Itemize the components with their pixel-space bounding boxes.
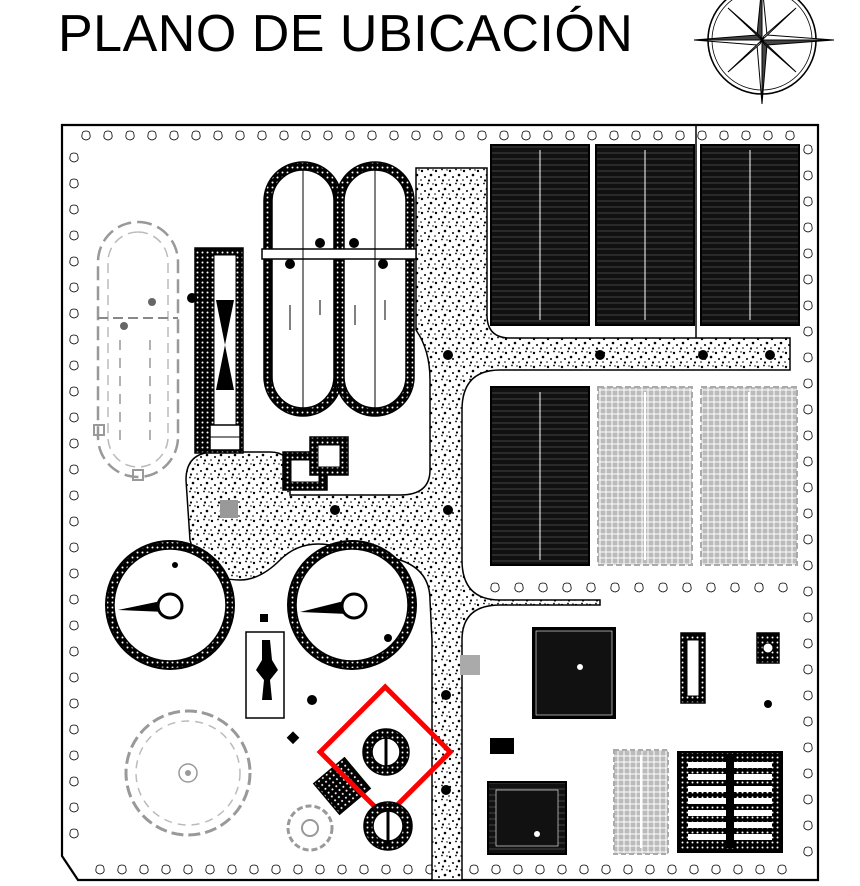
drying-bed-icon [490, 144, 800, 326]
page-title: PLANO DE UBICACIÓN [58, 5, 634, 63]
highlight-marker [316, 683, 454, 821]
clarifier-icon [105, 540, 417, 670]
compass-rose-icon [693, 0, 835, 105]
highlighted-digester-icon [316, 683, 454, 821]
channel-icon [187, 247, 244, 454]
twin-reactor-icon [261, 161, 417, 417]
top-left-tank-icon [93, 220, 180, 481]
